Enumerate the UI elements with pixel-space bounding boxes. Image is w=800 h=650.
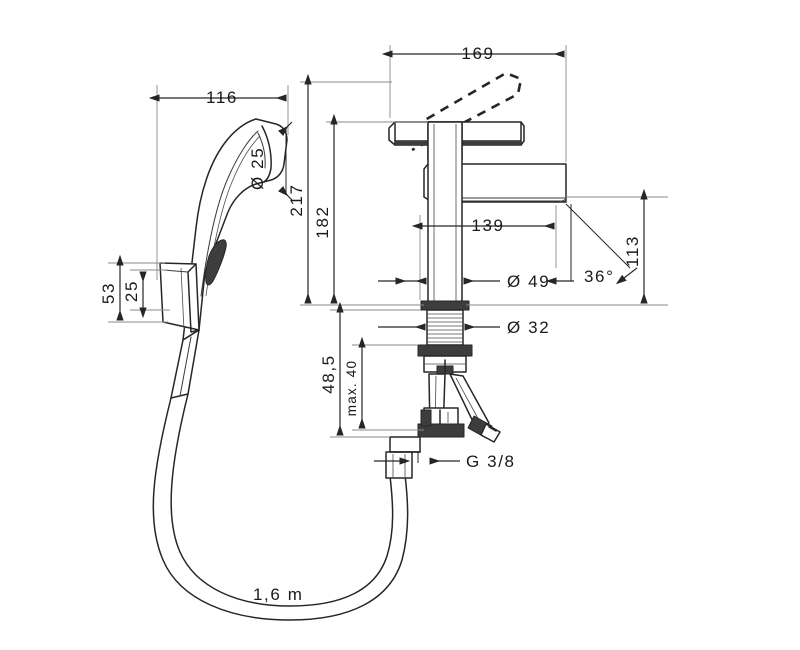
dimension-48-5: 48,5 <box>319 301 421 438</box>
dimension-169: 169 <box>381 44 567 162</box>
wall-holder-bracket <box>159 262 200 333</box>
shower-hose <box>152 393 409 621</box>
dimension-25: 25 <box>122 269 170 319</box>
dimension-116: 116 <box>148 85 289 280</box>
dimension-139: 139 <box>411 205 557 300</box>
dimension-dia-25: Ø 25 <box>248 121 293 201</box>
dimension-dia-49: Ø 49 <box>378 272 550 291</box>
dimension-label-53: 53 <box>99 282 118 304</box>
dimension-label-25: 25 <box>122 280 141 302</box>
dimension-hose-length: 1,6 m <box>253 585 304 604</box>
dimension-label-dia-32: Ø 32 <box>507 318 550 337</box>
dimension-dia-32: Ø 32 <box>378 318 550 337</box>
dimension-max-40: max. 40 <box>344 336 424 431</box>
fixing-nut <box>417 344 473 375</box>
base-flange <box>420 300 470 311</box>
dimension-label-217: 217 <box>287 183 306 216</box>
dimension-label-g38: G 3/8 <box>466 452 516 471</box>
hand-shower-assembly <box>152 118 409 621</box>
dimension-53: 53 <box>99 254 168 323</box>
dimension-label-dia-49: Ø 49 <box>507 272 550 291</box>
dimension-182: 182 <box>313 113 428 304</box>
dimension-label-139: 139 <box>471 216 504 235</box>
dimension-angle-36: 36° <box>545 203 638 286</box>
dimension-113: 113 <box>466 188 668 306</box>
dimension-label-max-40: max. 40 <box>344 360 359 416</box>
mixer-body-column <box>427 121 463 305</box>
dimension-label-169: 169 <box>461 44 494 63</box>
dimension-label-116: 116 <box>206 88 238 107</box>
dimension-label-hose-length: 1,6 m <box>253 585 304 604</box>
dimension-label-182: 182 <box>313 205 332 238</box>
diverter-valve <box>417 407 465 438</box>
dimension-g38: G 3/8 <box>374 452 516 471</box>
single-lever-mixer <box>385 71 567 479</box>
dimension-label-48-5: 48,5 <box>319 354 338 394</box>
dimension-217: 217 <box>287 73 424 306</box>
dimension-label-113: 113 <box>623 235 642 267</box>
threaded-shank <box>426 309 464 346</box>
dimension-label-dia-25: Ø 25 <box>248 147 267 190</box>
dimension-label-angle-36: 36° <box>584 267 615 286</box>
thread-lines <box>427 313 463 343</box>
